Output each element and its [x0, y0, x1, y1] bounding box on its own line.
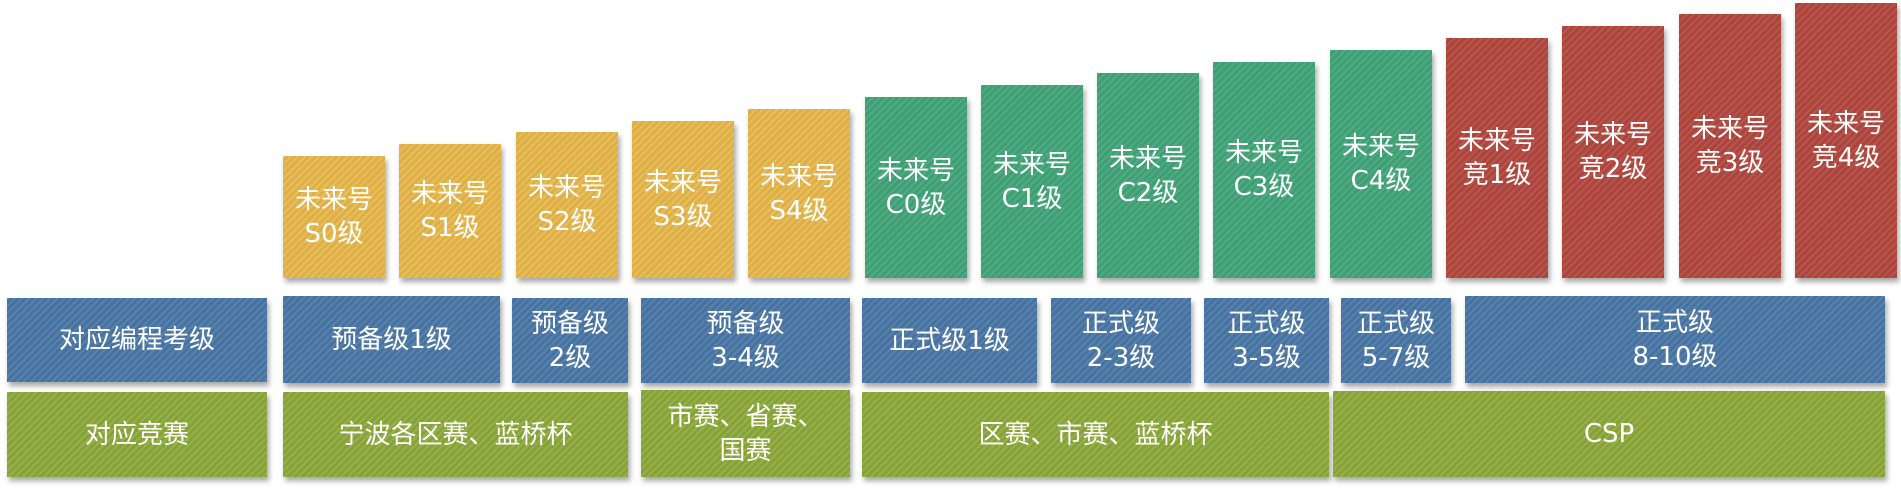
- exam-level-cell-text: 预备级: [530, 308, 609, 339]
- level-box-text: S4级: [769, 195, 829, 226]
- level-box-text: C3级: [1233, 172, 1295, 202]
- level-box-text: 竞2级: [1578, 154, 1648, 184]
- level-box: 未来号竞4级: [1795, 3, 1897, 278]
- exam-level-cell-text: 正式级: [1356, 308, 1435, 339]
- level-box-text: 未来号: [1108, 143, 1187, 174]
- exam-level-cell-text: 2-3级: [1086, 342, 1156, 373]
- contest-cell: 市赛、省赛、国赛: [641, 390, 850, 477]
- contest-cell-text: CSP: [1583, 419, 1635, 449]
- level-box-text: 未来号: [1806, 108, 1885, 139]
- contest-cell: 宁波各区赛、蓝桥杯: [283, 392, 628, 477]
- contest-cell: 区赛、市赛、蓝桥杯: [862, 392, 1329, 477]
- level-box-text: 未来号: [1690, 114, 1769, 144]
- level-box-text: C0级: [885, 189, 947, 220]
- contest-cell-text: 市赛、省赛、: [667, 401, 824, 432]
- exam-level-cell-text: 正式级: [1635, 307, 1714, 338]
- level-box-text: 未来号: [1457, 126, 1536, 156]
- level-box: 未来号 S2级: [516, 132, 618, 278]
- contest-cell-text: 国赛: [719, 435, 772, 466]
- level-box-text: C1级: [1001, 183, 1063, 214]
- exam-row-label-text: 对应编程考级: [58, 325, 215, 355]
- contest-cell-text: 宁波各区赛、蓝桥杯: [338, 419, 573, 450]
- level-box: 未来号竞2级: [1562, 26, 1664, 278]
- level-box-text: S2级: [537, 207, 597, 237]
- contest-cell-text: 区赛、市赛、蓝桥杯: [978, 419, 1213, 450]
- exam-level-cell-text: 5-7级: [1361, 342, 1431, 373]
- exam-row-label: 对应编程考级: [7, 298, 267, 382]
- contest-row-label-text: 对应竞赛: [84, 419, 189, 450]
- exam-level-cell-text: 3-4级: [711, 342, 780, 373]
- exam-level-cell: 正式级1级: [862, 298, 1037, 383]
- exam-level-cell-text: 预备级: [706, 308, 785, 339]
- level-box: 未来号 C4级: [1330, 50, 1432, 278]
- level-box-text: 未来号: [294, 185, 373, 215]
- exam-level-cell-text: 正式级: [1227, 308, 1306, 339]
- level-box-text: C2级: [1117, 177, 1179, 208]
- level-box-text: 未来号: [876, 155, 955, 186]
- exam-level-cell-text: 正式级1级: [889, 325, 1010, 356]
- level-box: 未来号 C3级: [1213, 62, 1315, 278]
- level-box-text: 未来号: [527, 173, 606, 203]
- level-box-text: 未来号: [759, 161, 838, 192]
- exam-level-cell-text: 2级: [548, 342, 592, 373]
- level-box-text: 未来号: [410, 179, 489, 209]
- level-box-text: 未来号: [1224, 138, 1303, 168]
- level-box: 未来号竞3级: [1679, 14, 1781, 278]
- level-box-text: S3级: [653, 201, 713, 232]
- level-box: 未来号 S1级: [399, 144, 501, 278]
- level-box-text: 未来号: [1573, 120, 1652, 150]
- level-box-text: 竞4级: [1811, 142, 1881, 173]
- level-box-text: 竞3级: [1695, 148, 1765, 178]
- level-box-text: C4级: [1350, 166, 1412, 196]
- exam-level-cell-text: 预备级1级: [331, 324, 452, 355]
- contest-cell: CSP: [1333, 391, 1885, 477]
- level-box-text: 竞1级: [1462, 160, 1532, 190]
- exam-level-cell-text: 8-10级: [1632, 341, 1718, 372]
- level-box-text: 未来号: [643, 167, 722, 198]
- level-box-text: S0级: [304, 219, 364, 249]
- level-box-text: S1级: [420, 213, 480, 243]
- exam-level-cell-text: 3-5级: [1232, 342, 1301, 373]
- exam-level-cell: 预备级1级: [283, 296, 500, 383]
- level-box-text: 未来号: [1341, 132, 1420, 162]
- exam-level-cell-text: 正式级: [1081, 308, 1160, 339]
- level-box: 未来号 S0级: [283, 156, 385, 278]
- contest-row-label: 对应竞赛: [7, 392, 267, 477]
- level-box-text: 未来号: [992, 149, 1071, 180]
- level-box: 未来号竞1级: [1446, 38, 1548, 278]
